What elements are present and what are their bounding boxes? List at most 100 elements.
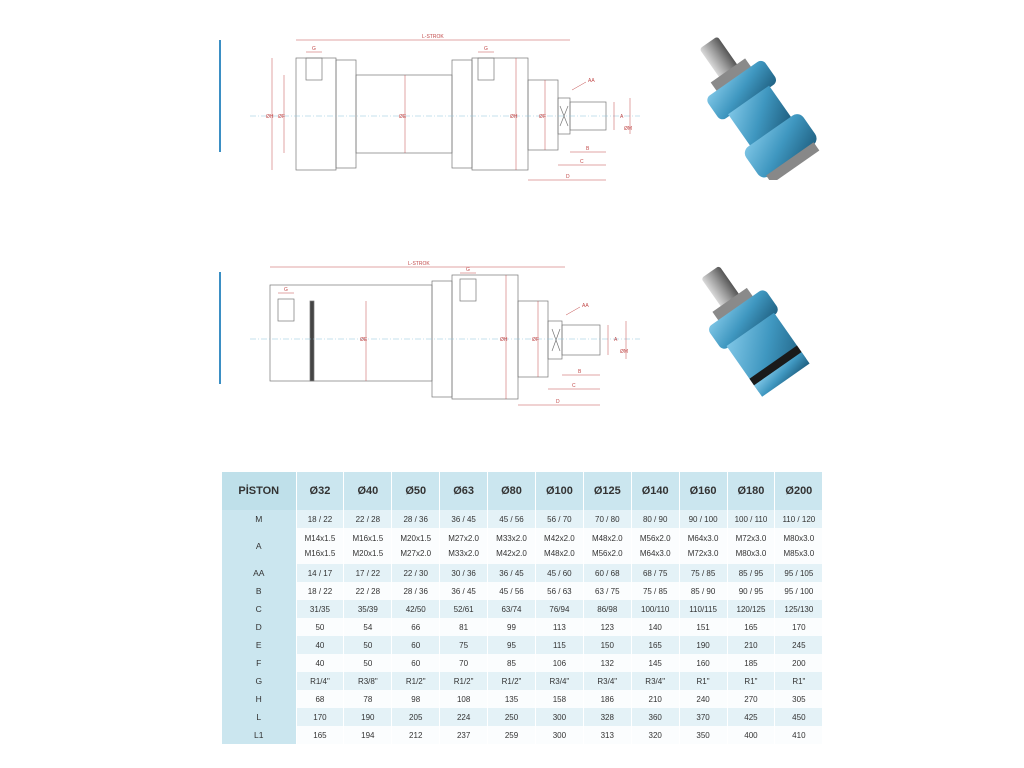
row-label: L xyxy=(222,708,297,726)
table-cell: 22 / 28 xyxy=(343,582,393,600)
table-header-row: PİSTON Ø32 Ø40 Ø50 Ø63 Ø80 Ø100 Ø125 Ø14… xyxy=(222,472,824,510)
table-cell: R1/2" xyxy=(487,672,536,690)
table-cell: 259 xyxy=(487,726,536,744)
table-cell: 85 xyxy=(487,654,536,672)
table-cell: 100/110 xyxy=(631,600,680,618)
svg-text:ØE: ØE xyxy=(399,114,407,120)
technical-drawing-double-flange: L-STROK G G AA A B C D ØH ØF ØE ØH ØF ØM xyxy=(0,30,660,190)
table-cell: 36 / 45 xyxy=(439,582,489,600)
column-header: Ø125 xyxy=(583,472,632,510)
table-cell: 300 xyxy=(535,726,584,744)
table-cell: 36 / 45 xyxy=(439,510,489,528)
svg-text:B: B xyxy=(578,369,582,375)
svg-text:G: G xyxy=(484,46,488,52)
table-cell: 90 / 100 xyxy=(679,510,728,528)
table-cell: 210 xyxy=(631,690,680,708)
table-cell: 450 xyxy=(774,708,824,726)
svg-text:D: D xyxy=(556,399,560,405)
table-cell: 28 / 36 xyxy=(391,510,441,528)
row-label: E xyxy=(222,636,297,654)
table-cell: 36 / 45 xyxy=(487,564,536,582)
svg-text:ØF: ØF xyxy=(532,337,539,343)
table-cell: 40 xyxy=(296,636,345,654)
table-cell: 350 xyxy=(679,726,728,744)
table-cell: 68 xyxy=(296,690,345,708)
table-cell: 224 xyxy=(439,708,489,726)
table-cell: 75 / 85 xyxy=(631,582,680,600)
cell-line-1: M27x2.0 xyxy=(448,534,479,543)
column-header: Ø100 xyxy=(535,472,584,510)
table-cell: 60 xyxy=(391,654,441,672)
cell-line-1: M48x2.0 xyxy=(591,534,623,543)
table-cell: R1/2" xyxy=(391,672,441,690)
right-flange xyxy=(471,57,529,171)
svg-text:ØF: ØF xyxy=(278,114,285,120)
table-cell: 115 xyxy=(535,636,584,654)
column-header: Ø180 xyxy=(727,472,776,510)
cylinder-render-single-flange xyxy=(672,262,842,402)
table-cell: R1/2" xyxy=(439,672,489,690)
svg-text:G: G xyxy=(466,267,470,273)
row-label: AA xyxy=(222,564,297,582)
column-header: Ø140 xyxy=(631,472,680,510)
table-cell: 30 / 36 xyxy=(439,564,489,582)
table-cell: 158 xyxy=(535,690,584,708)
cell-line-2: M16x1.5 xyxy=(304,549,336,558)
technical-drawing-single-flange: L-STROK G G AA A B C D ØE ØH ØF ØM xyxy=(0,255,660,415)
table-cell: 98 xyxy=(391,690,441,708)
table-cell: 300 xyxy=(535,708,584,726)
cell-line-1: M42x2.0 xyxy=(544,534,575,543)
cell-line-1: M33x2.0 xyxy=(496,534,527,543)
table-cell: 160 xyxy=(679,654,728,672)
front-flange xyxy=(451,274,519,400)
column-header: Ø80 xyxy=(487,472,536,510)
table-cell: 45 / 60 xyxy=(535,564,584,582)
table-cell: 45 / 56 xyxy=(487,510,536,528)
table-cell: 200 xyxy=(774,654,824,672)
cell-line-2: M27x2.0 xyxy=(400,549,432,558)
svg-text:ØM: ØM xyxy=(620,349,628,355)
table-cell: 140 xyxy=(631,618,680,636)
cell-line-2: M80x3.0 xyxy=(735,549,767,558)
row-label: D xyxy=(222,618,297,636)
table-cell: 106 xyxy=(535,654,584,672)
accent-line-top xyxy=(219,40,221,152)
table-cell: 110 / 120 xyxy=(774,510,824,528)
table-cell: 80 / 90 xyxy=(631,510,680,528)
table-cell: 17 / 22 xyxy=(343,564,393,582)
svg-text:C: C xyxy=(572,383,576,389)
table-cell: R1" xyxy=(727,672,776,690)
table-cell: 76/94 xyxy=(535,600,584,618)
table-cell: 212 xyxy=(391,726,441,744)
table-cell: 305 xyxy=(774,690,824,708)
column-header: Ø50 xyxy=(391,472,441,510)
svg-text:AA: AA xyxy=(588,78,595,84)
table-cell: 135 xyxy=(487,690,536,708)
svg-text:A: A xyxy=(614,337,618,343)
row-label: G xyxy=(222,672,297,690)
cell-line-1: M56x2.0 xyxy=(639,534,671,543)
table-cell: 145 xyxy=(631,654,680,672)
table-cell: 90 / 95 xyxy=(727,582,776,600)
table-cell: 165 xyxy=(631,636,680,654)
table-cell: 60 xyxy=(391,636,441,654)
table-cell: 66 xyxy=(391,618,441,636)
table-cell: 42/50 xyxy=(391,600,441,618)
svg-text:D: D xyxy=(566,174,570,180)
table-cell: 86/98 xyxy=(583,600,632,618)
seal-band xyxy=(309,300,315,382)
table-cell: 425 xyxy=(727,708,776,726)
svg-text:AA: AA xyxy=(582,303,589,309)
table-cell: 240 xyxy=(679,690,728,708)
table-cell: 313 xyxy=(583,726,632,744)
cell-line-2: M42x2.0 xyxy=(496,549,527,558)
